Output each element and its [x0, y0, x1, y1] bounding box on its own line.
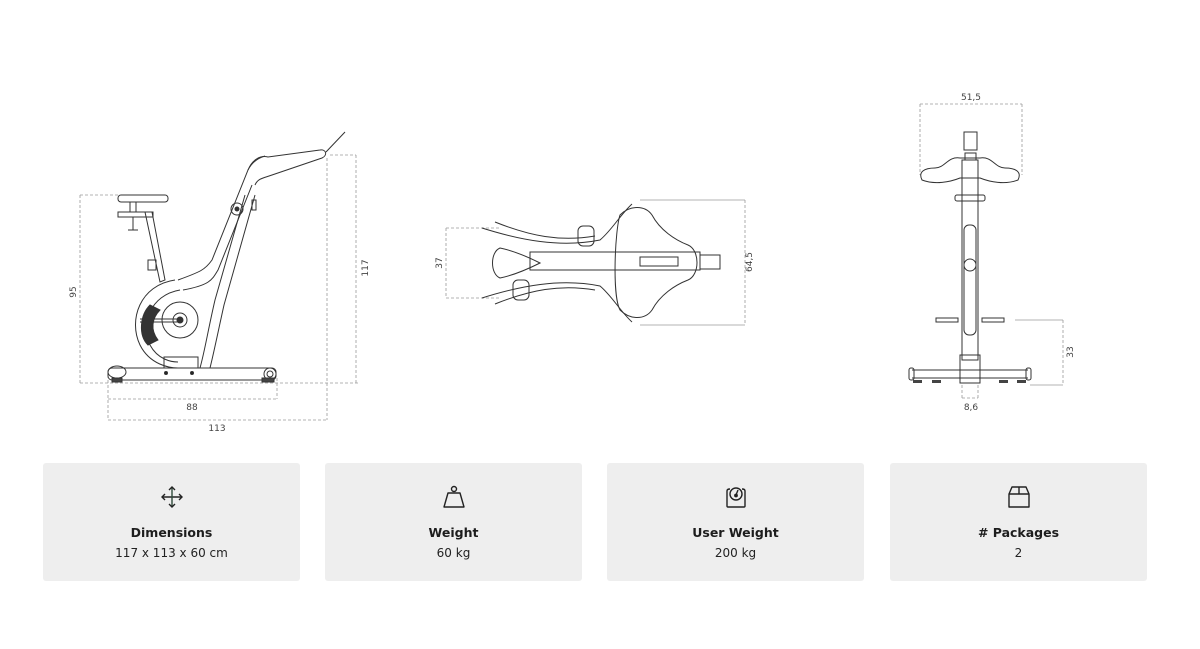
- dim-total-height-label: 117: [361, 259, 371, 276]
- spec-card-weight: Weight 60 kg: [325, 463, 582, 581]
- dim-seat-height-label: 95: [69, 286, 79, 297]
- move-arrows-icon: [160, 486, 183, 508]
- dim-pedal-width-label: 37: [435, 257, 445, 268]
- spec-card-dimensions: Dimensions 117 x 113 x 60 cm: [43, 463, 300, 581]
- dim-total-length-label: 113: [208, 424, 225, 434]
- spec-label: Dimensions: [130, 525, 213, 540]
- dim-base-length-label: 88: [186, 403, 198, 413]
- side-view-drawing: 95 117 88 113: [69, 131, 371, 434]
- package-box-icon: [1007, 486, 1030, 508]
- spec-value: 117 x 113 x 60 cm: [115, 546, 228, 560]
- spec-label: Weight: [428, 525, 479, 540]
- scale-icon: [725, 487, 746, 508]
- spec-card-user-weight: User Weight 200 kg: [607, 463, 864, 581]
- weight-icon: [442, 485, 465, 508]
- spec-value: 2: [1014, 546, 1023, 560]
- spec-value: 200 kg: [714, 546, 757, 560]
- spec-card-packages: # Packages 2: [890, 463, 1147, 581]
- technical-drawings: 95 117 88 113: [69, 93, 1076, 434]
- dim-handlebar-width-label: 51,5: [961, 93, 981, 103]
- top-view-drawing: 37 64,5: [435, 199, 755, 326]
- dim-base-width-label: 64,5: [745, 252, 755, 272]
- spec-label: # Packages: [977, 525, 1060, 540]
- spec-value: 60 kg: [436, 546, 471, 560]
- spec-label: User Weight: [692, 525, 779, 540]
- front-view-drawing: 51,5 33 8,6: [908, 93, 1076, 413]
- dim-pedal-height-label: 33: [1066, 346, 1076, 357]
- dim-frame-width-label: 8,6: [964, 403, 979, 413]
